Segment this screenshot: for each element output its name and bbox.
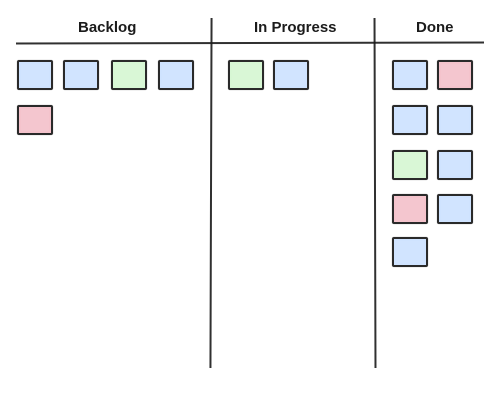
kanban-card[interactable] xyxy=(392,150,428,180)
kanban-card[interactable] xyxy=(392,237,428,267)
kanban-card[interactable] xyxy=(111,60,147,90)
kanban-card[interactable] xyxy=(273,60,309,90)
kanban-card[interactable] xyxy=(17,60,53,90)
kanban-card[interactable] xyxy=(158,60,194,90)
column-title-in-progress: In Progress xyxy=(254,19,337,36)
column-title-backlog: Backlog xyxy=(78,19,137,36)
kanban-card[interactable] xyxy=(392,60,428,90)
kanban-card[interactable] xyxy=(392,194,428,224)
kanban-card[interactable] xyxy=(17,105,53,135)
header-divider-line xyxy=(15,41,485,45)
kanban-card[interactable] xyxy=(63,60,99,90)
column-divider-line xyxy=(209,17,213,369)
kanban-card[interactable] xyxy=(392,105,428,135)
kanban-card[interactable] xyxy=(228,60,264,90)
kanban-card[interactable] xyxy=(437,194,473,224)
kanban-card[interactable] xyxy=(437,60,473,90)
kanban-card[interactable] xyxy=(437,150,473,180)
column-title-done: Done xyxy=(416,19,454,36)
column-divider-line xyxy=(373,17,377,369)
kanban-card[interactable] xyxy=(437,105,473,135)
